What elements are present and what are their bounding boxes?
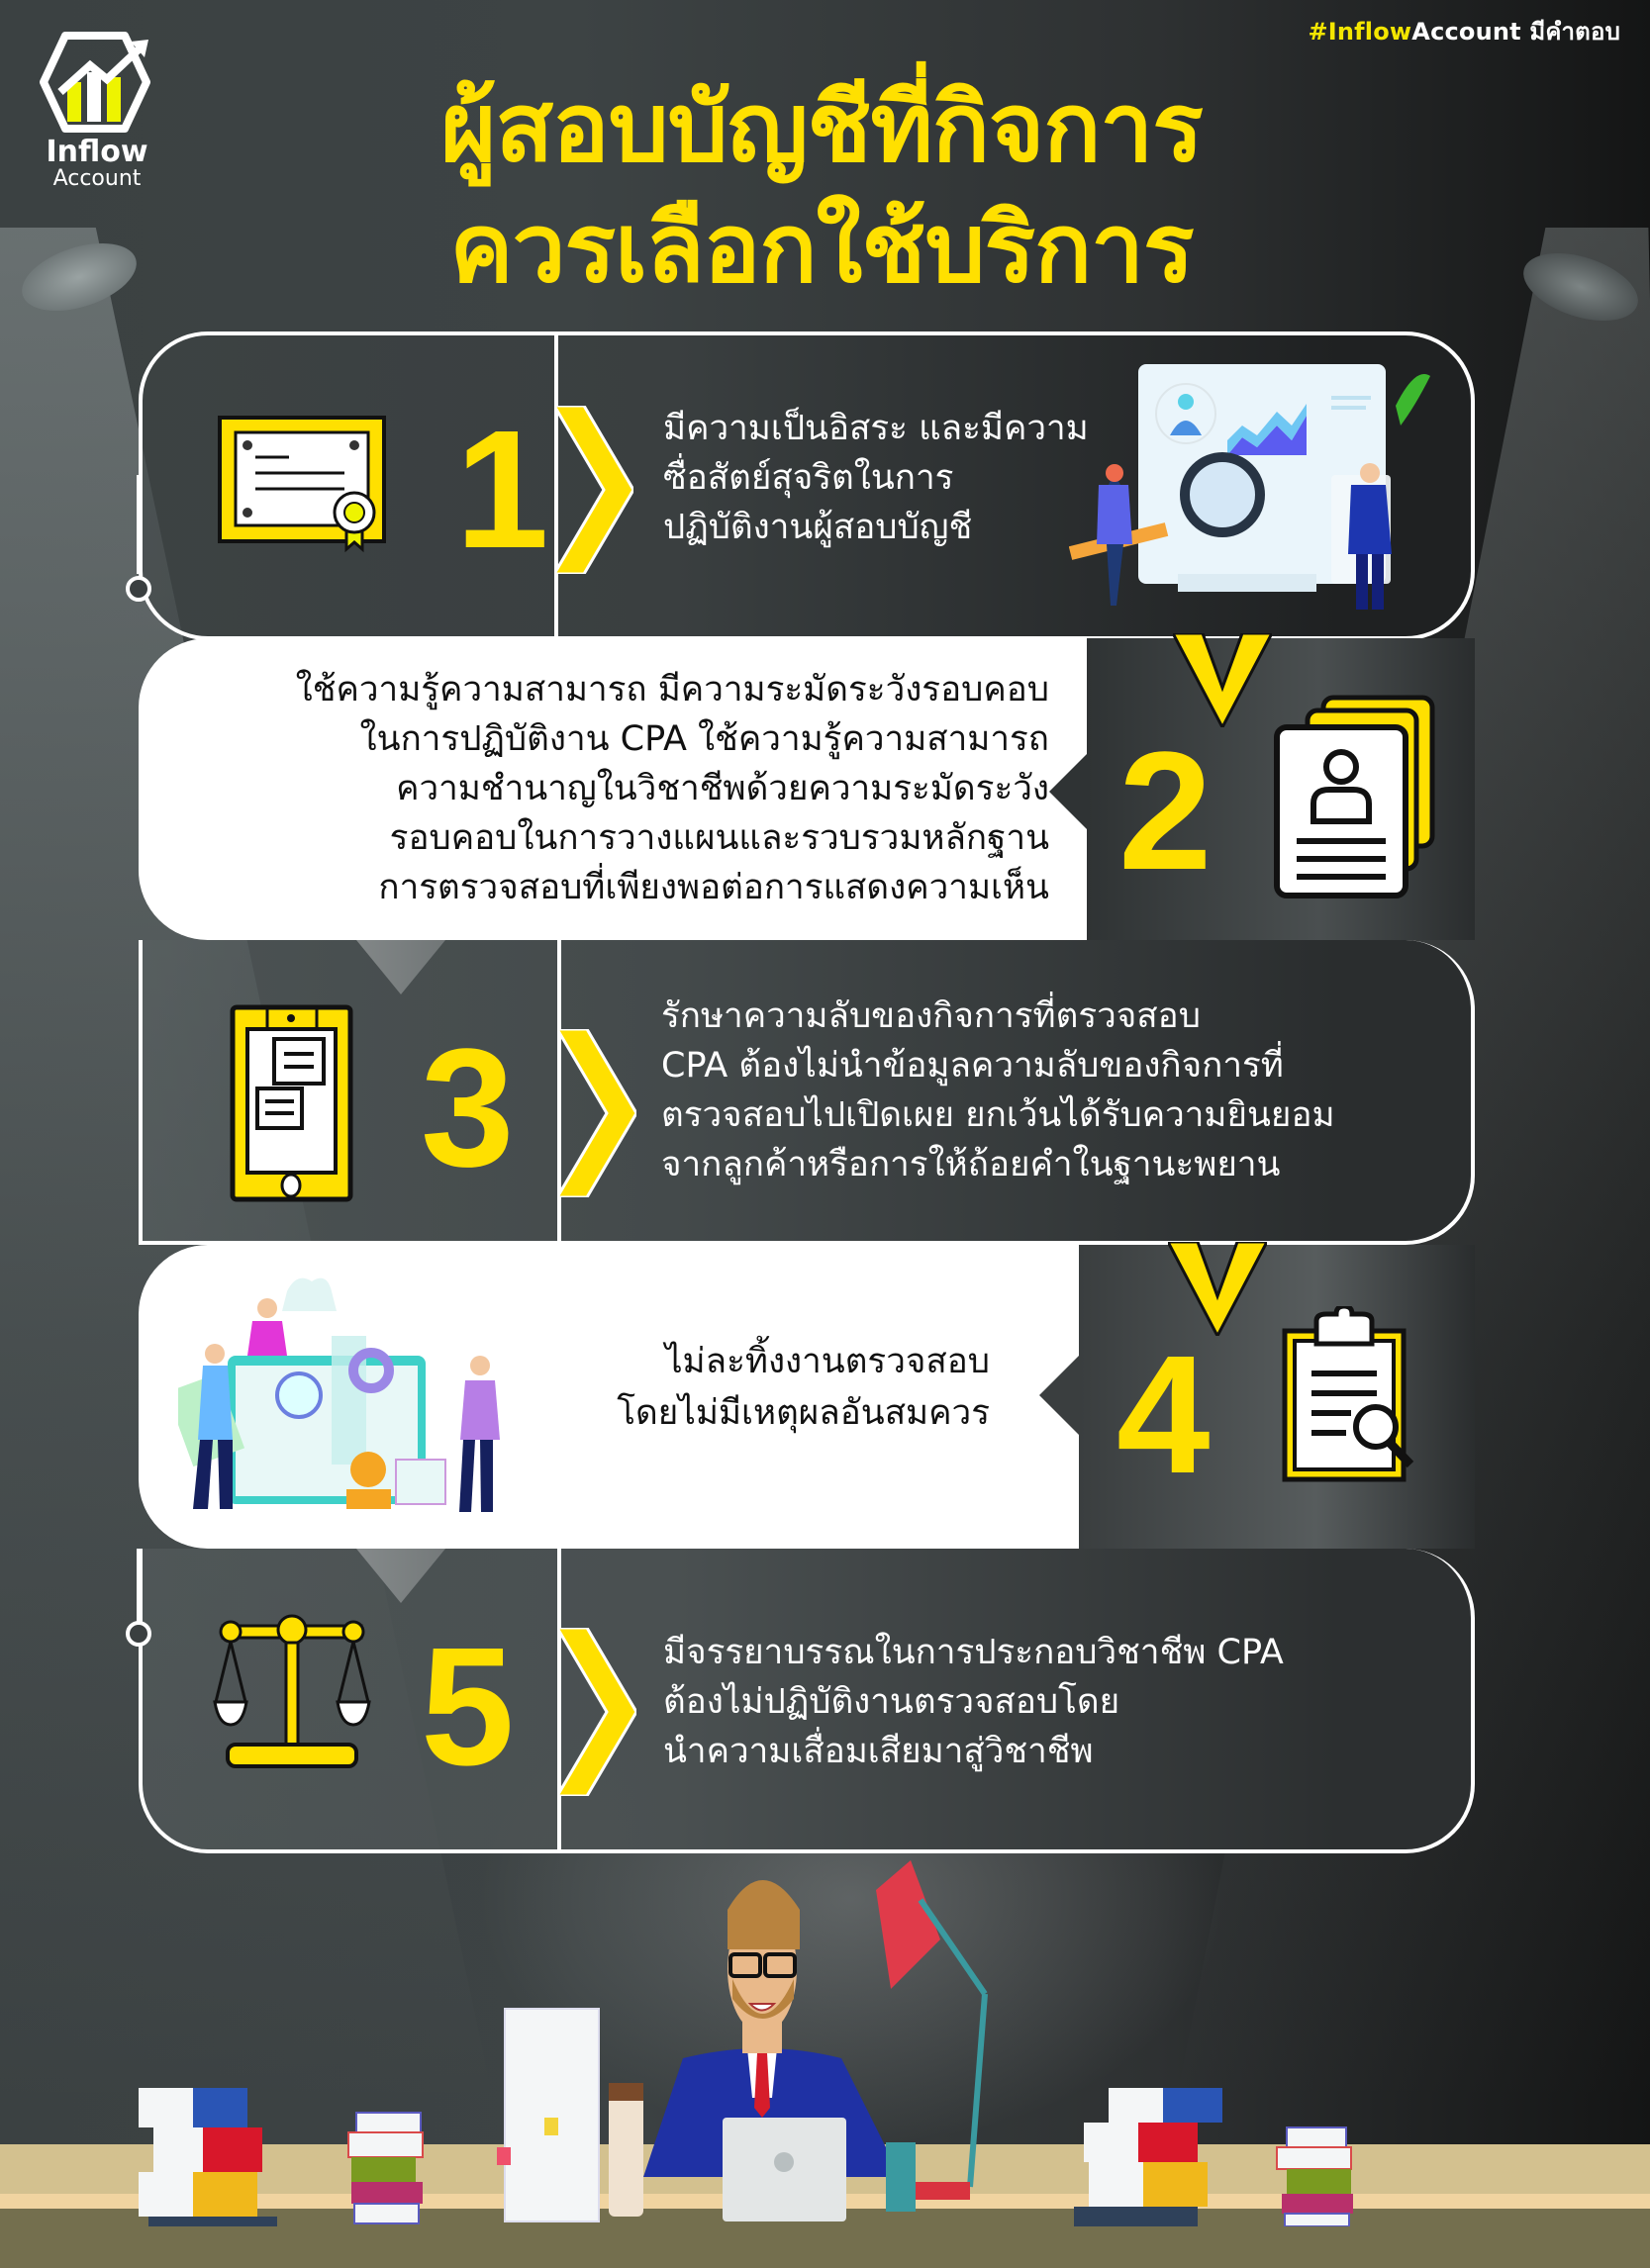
logo-text-inflow: Inflow — [46, 135, 148, 169]
item-text-3: รักษาความลับของกิจการที่ตรวจสอบ CPA ต้อง… — [661, 992, 1433, 1189]
chevron-right-icon — [554, 406, 633, 574]
item-text-2: ใช้ความรู้ความสามารถ มีความระมัดระวังรอบ… — [158, 665, 1049, 912]
text-line: ใช้ความรู้ความสามารถ มีความระมัดระวังรอบ… — [295, 670, 1049, 709]
text-line: มีความเป็นอิสระ และมีความ — [663, 409, 1089, 448]
title-line-2: ควรเลือกใช้บริการ — [449, 193, 1194, 304]
growth-chart-hexagon-icon — [40, 32, 150, 133]
page-title: ผู้สอบบัญชีที่กิจการ ควรเลือกใช้บริการ — [297, 67, 1346, 309]
team-dashboard-illustration — [178, 1277, 500, 1512]
data-analysis-magnifier-illustration — [1069, 364, 1430, 610]
card-divider — [557, 1549, 561, 1849]
brand-logo: Inflow Account — [28, 28, 166, 196]
text-line: ไม่ละทิ้งงานตรวจสอบ — [664, 1342, 990, 1381]
text-line: ตรวจสอบไปเปิดเผย ยกเว้นได้รับความยินยอม — [661, 1095, 1335, 1135]
resume-documents-icon — [1274, 695, 1435, 898]
text-line: มีจรรยาบรรณในการประกอบวิชาชีพ CPA — [663, 1633, 1284, 1672]
text-line: รอบคอบในการวางแผนและรวบรวมหลักฐาน — [389, 818, 1049, 858]
chevron-down-icon — [1168, 1242, 1267, 1336]
text-line: จากลูกค้าหรือการให้ถ้อยคำในฐานะพยาน — [661, 1145, 1281, 1184]
text-line: CPA ต้องไม่นำข้อมูลความลับของกิจการที่ — [661, 1046, 1284, 1086]
text-line: ซื่อสัตย์สุจริตในการ — [663, 458, 954, 498]
card-divider — [557, 940, 561, 1241]
item-4-number-panel — [1079, 1245, 1475, 1549]
item-card-2 — [139, 638, 1089, 940]
item-number-3: 3 — [421, 1014, 515, 1202]
item-number-5: 5 — [421, 1613, 515, 1801]
chevron-right-icon — [557, 1628, 636, 1796]
item-number-2: 2 — [1118, 717, 1213, 905]
confidential-phone-icon — [230, 1004, 353, 1202]
connector-line — [137, 1549, 141, 1638]
text-line: โดยไม่มีเหตุผลอันสมควร — [617, 1393, 990, 1433]
scales-of-justice-icon — [213, 1614, 371, 1768]
clipboard-search-icon — [1282, 1306, 1414, 1482]
connector-dot-icon — [126, 576, 151, 602]
text-line: นำความเสื่อมเสียมาสู่วิชาชีพ — [663, 1732, 1094, 1771]
text-line: รักษาความลับของกิจการที่ตรวจสอบ — [661, 996, 1201, 1036]
spotlight-lamp-right-icon — [1514, 239, 1647, 334]
hashtag-highlight: #Inflow — [1308, 18, 1412, 46]
text-line: ต้องไม่ปฏิบัติงานตรวจสอบโดย — [663, 1682, 1120, 1722]
item-text-5: มีจรรยาบรรณในการประกอบวิชาชีพ CPA ต้องไม… — [663, 1628, 1406, 1776]
title-line-1: ผู้สอบบัญชีที่กิจการ — [440, 72, 1204, 183]
item-number-4: 4 — [1116, 1321, 1211, 1509]
speech-notch-left — [1039, 1356, 1079, 1435]
speech-notch-left — [1049, 752, 1089, 831]
card-divider — [554, 335, 558, 636]
certificate-icon — [218, 416, 386, 553]
item-text-4: ไม่ละทิ้งงานตรวจสอบ โดยไม่มีเหตุผลอันสมค… — [554, 1336, 990, 1439]
spotlight-lamp-left-icon — [13, 230, 146, 325]
connector-line — [137, 475, 141, 574]
chevron-right-icon — [557, 1029, 636, 1197]
item-number-1: 1 — [455, 396, 549, 584]
text-line: ความชำนาญในวิชาชีพด้วยความระมัดระวัง — [396, 769, 1049, 808]
text-line: การตรวจสอบที่เพียงพอต่อการแสดงความเห็น — [378, 868, 1049, 907]
hashtag-rest: Account มีคำตอบ — [1411, 18, 1620, 46]
item-text-1: มีความเป็นอิสระ และมีความ ซื่อสัตย์สุจริ… — [663, 404, 1128, 552]
text-line: ปฏิบัติงานผู้สอบบัญชี — [663, 508, 973, 547]
connector-dot-icon — [126, 1621, 151, 1647]
item-card-3 — [139, 940, 1475, 1245]
accountant-at-desk-illustration — [139, 1860, 1353, 2226]
logo-text-account: Account — [52, 166, 142, 191]
chevron-down-icon — [1173, 633, 1272, 727]
text-line: ในการปฏิบัติงาน CPA ใช้ความรู้ความสามารถ — [359, 719, 1049, 759]
hashtag-tagline: #InflowAccount มีคำตอบ — [1308, 12, 1620, 50]
